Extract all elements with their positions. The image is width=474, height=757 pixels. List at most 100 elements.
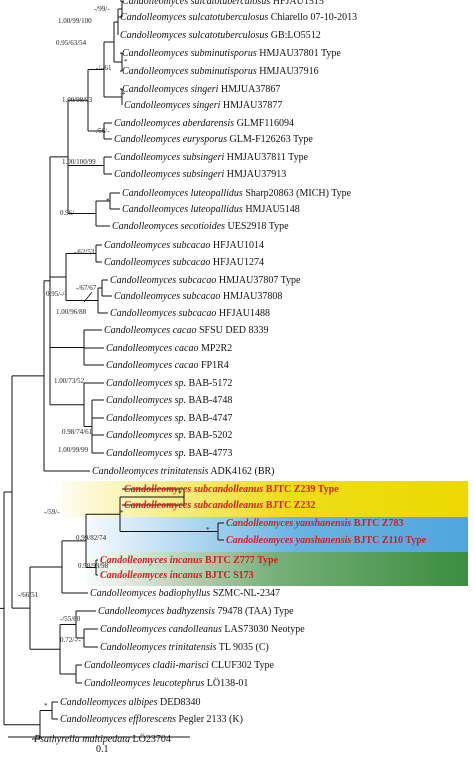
taxon-name: Candolleomyces sp. [106,430,186,441]
taxon-name: Candolleomyces subcandolleanus [124,484,263,495]
voucher-id: BAB-4748 [186,395,232,406]
support-value: 0.95/-/- [46,290,67,298]
taxon-label: Candolleomyces cladii-marisci CLUF302 Ty… [84,660,274,671]
taxon-name: Candolleomyces luteopallidus [122,188,243,199]
voucher-id: CLUF302 Type [209,660,275,671]
taxon-label: Candolleomyces trinitatensis ADK4162 (BR… [92,466,275,477]
taxon-name: Psathyrella multipedata [33,734,130,745]
taxon-label: Candolleomyces subsingeri HMJAU37913 [114,169,286,180]
scale-bar-label: 0.1 [96,744,109,755]
taxon-name: Candolleomyces trinitatensis [92,466,208,477]
support-value: * [106,197,110,205]
tree-branches [0,0,224,740]
taxon-name: Candolleomyces subcacao [104,257,210,268]
support-value: -/66/51 [18,591,39,599]
taxon-name: Candolleomyces candolleanus [100,624,222,635]
taxon-label: Candolleomyces candolleanus LAS73030 Neo… [100,624,305,635]
voucher-id: HMJAU37877 [220,100,282,111]
highlight-subcandolleanus [62,481,468,517]
voucher-id: BJTC Z777 Type [203,555,279,566]
support-value: * [44,702,48,710]
taxon-name: Candolleomyces subcacao [110,275,216,286]
taxon-label: Candolleomyces subcacao HFJAU1274 [104,257,264,268]
voucher-id: BJTC Z110 Type [351,535,426,546]
taxon-name: Candolleomyces subsingeri [114,152,224,163]
taxon-name: Candolleomyces leucotephrus [84,678,204,689]
taxon-name: Candolleomyces incanus [100,570,203,581]
voucher-id: HMJAU37916 [257,66,319,77]
voucher-id: HMJAU37801 Type [257,48,342,59]
voucher-id: HMJAU37807 Type [216,275,301,286]
support-value: * [120,509,124,517]
voucher-id: HMJAU37913 [224,169,286,180]
support-value: * [206,526,210,534]
support-value: -/67/67 [76,284,97,292]
support-value: * [122,91,126,99]
taxon-name: Candolleomyces aberdarensis [114,118,234,129]
voucher-id: LÖ138-01 [204,677,248,689]
voucher-id: Sharp20863 (MICH) Type [243,188,352,199]
taxon-label: Candolleomyces eurysporus GLM-F126263 Ty… [114,134,313,145]
taxon-name: Candolleomyces subcacao [114,291,220,302]
taxon-name: Candolleomyces sulcatotuberculosus [122,0,270,7]
taxon-name: Candolleomyces subminutisporus [122,66,257,77]
voucher-id: SZMC-NL-2347 [210,588,280,599]
taxon-name: Candolleomyces sulcatotuberculosus [120,30,268,41]
taxon-name: Candolleomyces sp. [106,448,186,459]
taxon-label: Candolleomyces trinitatensis TL 9035 (C) [100,642,269,653]
taxon-name: Candolleomyces sp. [106,378,186,389]
support-value: 1.00/98/93 [62,96,93,104]
voucher-id: HFJAU1488 [216,308,270,319]
voucher-id: BAB-5202 [186,430,232,441]
support-value: -/56/- [94,127,110,135]
voucher-id: GLM-F126263 Type [227,134,313,145]
voucher-id: LÖ23704 [130,733,171,745]
taxon-label: Candolleomyces sp. BAB-5172 [106,378,232,389]
taxon-name: Candolleomyces yanshanensis [226,518,351,529]
taxon-label: Candolleomyces leucotephrus LÖ138-01 [84,677,248,689]
taxon-name: Candolleomyces subcacao [110,308,216,319]
taxon-label: Candolleomyces subcacao HMJAU37807 Type [110,275,301,286]
taxon-label: Candolleomyces subcacao HMJAU37808 [114,291,282,302]
voucher-id: HMJAU37808 [220,291,282,302]
voucher-id: UES2918 Type [225,221,289,232]
taxon-label: Candolleomyces sp. BAB-4748 [106,395,232,406]
taxon-label: Candolleomyces subminutisporus HMJAU3780… [122,48,341,59]
taxon-label: Candolleomyces subminutisporus HMJAU3791… [122,66,319,77]
voucher-id: BAB-4773 [186,448,232,459]
taxon-label: Candolleomyces sp. BAB-4747 [106,413,232,424]
taxon-label: Candolleomyces luteopallidus Sharp20863 … [122,188,352,199]
voucher-id: GB:LO5512 [268,30,321,41]
taxon-name: Candolleomyces subminutisporus [122,48,257,59]
support-value: -/55/60 [60,615,81,623]
taxon-label: Candolleomyces sp. BAB-5202 [106,430,232,441]
taxon-label: Candolleomyces subcandolleanus BJTC Z232 [124,500,315,511]
voucher-id: 79478 (TAA) Type [215,606,294,617]
voucher-id: HFJAU1014 [210,240,264,251]
taxon-label: Candolleomyces singeri HMJUA37867 [122,84,280,95]
taxon-name: Candolleomyces sulcatotuberculosus [120,12,268,23]
taxon-name: Candolleomyces sp. [106,395,186,406]
support-value: 0.98/93/98 [78,562,109,570]
highlight-yanshanensis [86,517,468,552]
taxon-name: Candolleomyces singeri [122,84,219,95]
voucher-id: GLMF116094 [234,118,294,129]
support-value: 0.96/- [60,209,77,217]
voucher-id: BAB-4747 [186,413,232,424]
taxon-label: Candolleomyces luteopallidus HMJAU5148 [122,204,300,215]
voucher-id: SFSU DED 8339 [196,325,268,336]
taxon-label: Candolleomyces subsingeri HMJAU37811 Typ… [114,152,309,163]
taxon-name: Candolleomyces cladii-marisci [84,660,209,671]
voucher-id: BJTC Z232 [263,500,315,511]
taxon-name: Candolleomyces subsingeri [114,169,224,180]
support-value: -/62/53 [74,248,95,256]
voucher-id: DED8340 [157,697,200,708]
voucher-id: HMJUA37867 [218,84,280,95]
support-values: -/99/-1.00/99/1000.95/63/54-/-/61**1.00/… [18,5,210,710]
taxon-name: Candolleomyces trinitatensis [100,642,216,653]
taxon-name: Candolleomyces incanus [100,555,203,566]
taxon-label: Candolleomyces subcandolleanus BJTC Z239… [124,484,339,495]
support-value: 0.98/74/61 [62,428,93,436]
highlight-boxes [62,481,468,586]
